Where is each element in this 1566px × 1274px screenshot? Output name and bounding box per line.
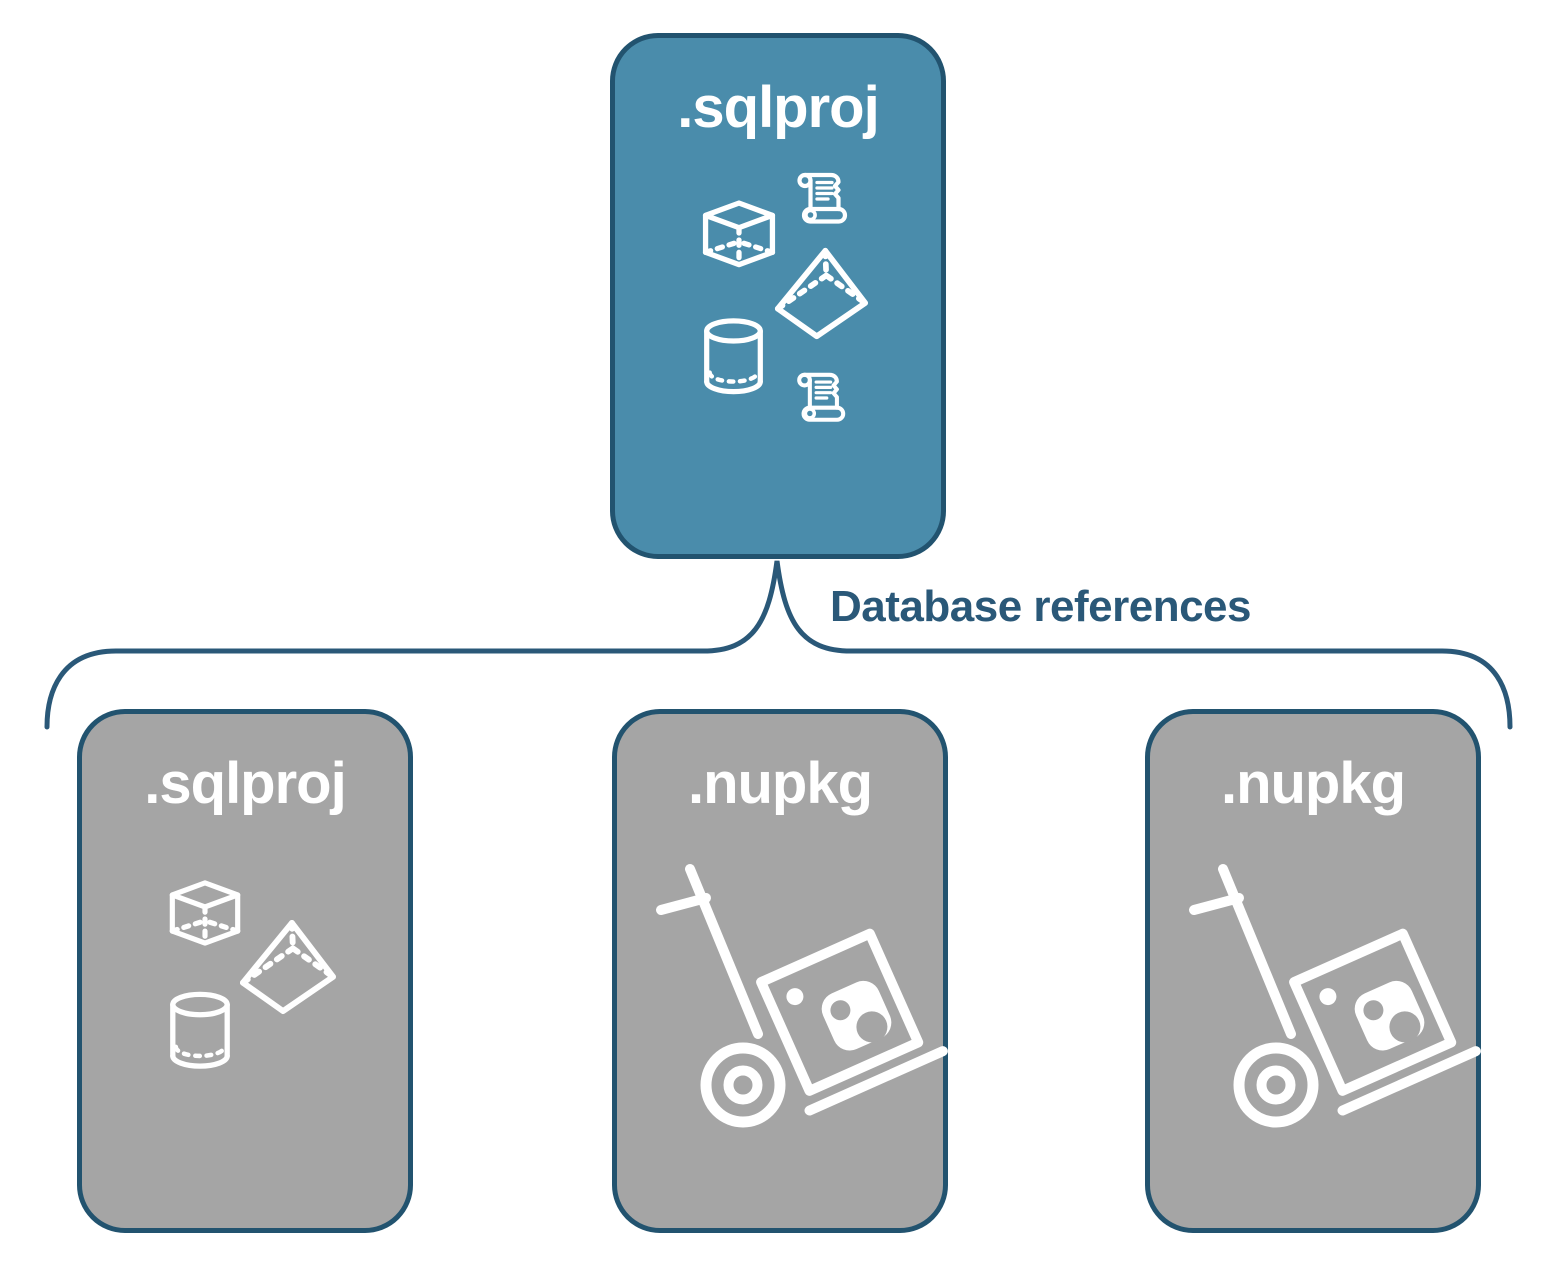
scroll-icon (791, 368, 849, 428)
root-sqlproj-box: .sqlproj (610, 33, 946, 559)
cube-icon (694, 196, 784, 284)
child-sqlproj-title: .sqlproj (144, 751, 346, 816)
cylinder-icon (700, 316, 767, 398)
nuget-handtruck-icon (648, 852, 948, 1137)
pyramid-icon (773, 246, 870, 341)
child-nupkg-title-2: .nupkg (1220, 751, 1406, 816)
pyramid-icon (238, 918, 338, 1016)
database-references-label: Database references (830, 582, 1251, 631)
nuget-handtruck-icon (1181, 852, 1481, 1137)
cylinder-icon (166, 988, 234, 1074)
cube-icon (161, 876, 249, 962)
scroll-icon (791, 168, 851, 230)
child-sqlproj-box: .sqlproj (77, 709, 413, 1233)
child-nupkg-title-1: .nupkg (687, 751, 873, 816)
root-box-title: .sqlproj (677, 75, 879, 140)
child-nupkg-box-1: .nupkg (612, 709, 948, 1233)
